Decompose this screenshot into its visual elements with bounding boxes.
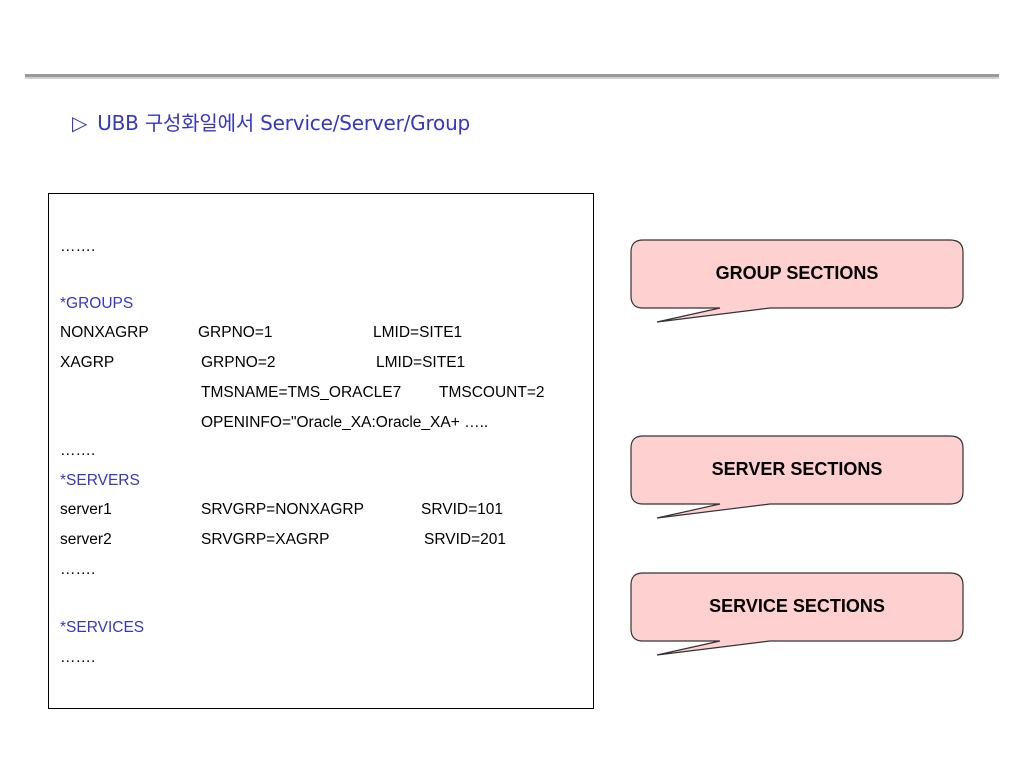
header-rule — [25, 74, 999, 77]
group-name: XAGRP — [60, 354, 115, 371]
server-srvid: SRVID=101 — [421, 501, 504, 518]
group-name: NONXAGRP — [60, 324, 149, 341]
ellipsis-line: ……. — [60, 238, 96, 255]
callout-label: GROUP SECTIONS — [715, 263, 879, 283]
service-sections-callout: SERVICE SECTIONS — [630, 572, 966, 662]
callout-label: SERVER SECTIONS — [711, 459, 883, 479]
group-tmscount: TMSCOUNT=2 — [439, 384, 545, 401]
slide-title-text: UBB 구성화일에서 Service/Server/Group — [97, 111, 471, 135]
group-lmid: LMID=SITE1 — [376, 354, 466, 371]
groups-section-header: *GROUPS — [60, 295, 134, 312]
group-grpno: GRPNO=1 — [198, 324, 273, 341]
group-tmsname: TMSNAME=TMS_ORACLE7 — [201, 384, 402, 401]
server-srvid: SRVID=201 — [424, 531, 507, 548]
triangle-marker-icon: ▷ — [72, 111, 88, 135]
header-rule-shadow — [25, 77, 999, 79]
group-grpno: GRPNO=2 — [201, 354, 276, 371]
callout-bubble-shape — [630, 572, 964, 656]
server-srvgrp: SRVGRP=NONXAGRP — [201, 501, 364, 518]
group-lmid: LMID=SITE1 — [373, 324, 463, 341]
callout-bubble-shape — [630, 435, 964, 519]
servers-section-header: *SERVERS — [60, 472, 140, 489]
ubb-config-box: ……. *GROUPS NONXAGRP GRPNO=1 LMID=SITE1 … — [48, 193, 594, 709]
callout-bubble-shape — [630, 239, 964, 323]
group-sections-callout: GROUP SECTIONS — [630, 239, 966, 329]
callout-label: SERVICE SECTIONS — [709, 596, 885, 616]
slide-title: ▷ UBB 구성화일에서 Service/Server/Group — [72, 107, 470, 136]
ellipsis-line: ……. — [60, 442, 96, 459]
services-section-header: *SERVICES — [60, 619, 145, 636]
server-sections-callout: SERVER SECTIONS — [630, 435, 966, 525]
ellipsis-line: ……. — [60, 561, 96, 578]
server-srvgrp: SRVGRP=XAGRP — [201, 531, 330, 548]
ellipsis-line: ……. — [60, 649, 96, 666]
server-name: server1 — [60, 501, 112, 518]
server-name: server2 — [60, 531, 112, 548]
group-openinfo: OPENINFO="Oracle_XA:Oracle_XA+ ….. — [201, 414, 489, 431]
